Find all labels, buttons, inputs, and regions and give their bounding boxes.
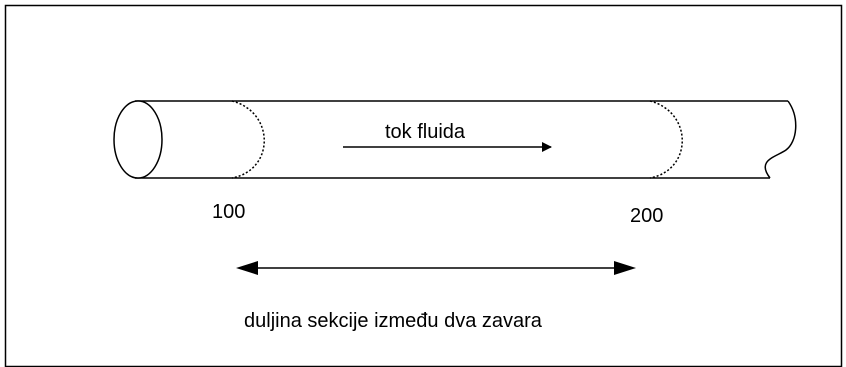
weld-label-100: 100 <box>212 201 245 223</box>
section-length-arrowhead-right <box>614 261 636 275</box>
pipe-right-broken-end <box>764 100 797 179</box>
section-length-label: duljina sekcije između dva zavara <box>244 310 543 332</box>
weld-label-200: 200 <box>630 205 663 227</box>
pipe-left-end <box>113 100 163 179</box>
weld-line-100 <box>231 100 265 179</box>
flow-label: tok fluida <box>385 121 466 143</box>
section-length-arrowhead-left <box>236 261 258 275</box>
weld-line-200 <box>649 100 683 179</box>
